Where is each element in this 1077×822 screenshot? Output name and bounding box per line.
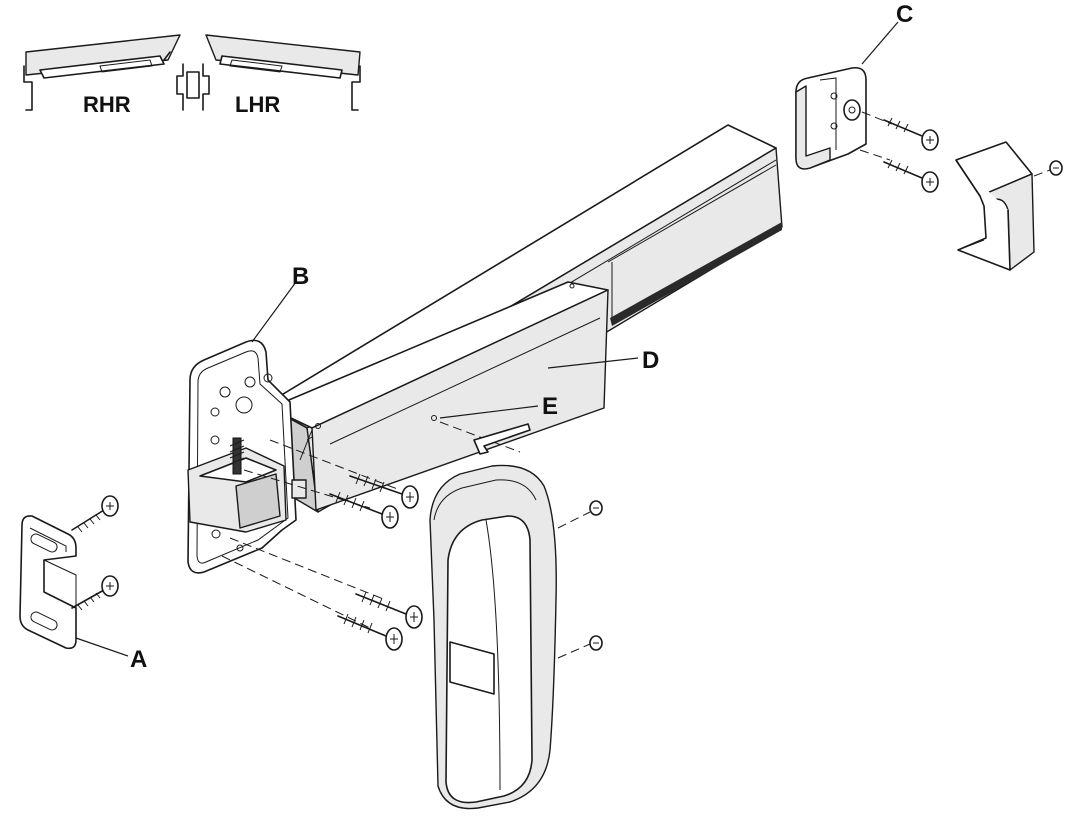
strike-screws xyxy=(71,495,119,611)
callout-c: C xyxy=(896,1,913,28)
end-bracket-c xyxy=(795,66,939,193)
door-frame-drawing xyxy=(176,63,210,111)
hex-key xyxy=(439,421,531,455)
screw-icon xyxy=(337,613,403,651)
end-cap-label-panel xyxy=(449,641,495,695)
screw-icon xyxy=(883,159,939,193)
screw-icon xyxy=(71,495,119,533)
lhr-label: LHR xyxy=(235,92,280,117)
lhr-door-drawing xyxy=(205,34,361,111)
screw-icon xyxy=(329,491,399,529)
latch-spring xyxy=(232,437,242,475)
screw-icon xyxy=(71,575,119,611)
screw-icon xyxy=(589,635,603,651)
screw-icon xyxy=(355,591,423,629)
callout-a: A xyxy=(130,646,147,673)
strike-a xyxy=(19,515,77,650)
callout-e: E xyxy=(542,393,558,420)
callout-d: D xyxy=(642,347,659,374)
rhr-label: RHR xyxy=(83,92,131,117)
set-screw-hole xyxy=(431,415,437,421)
mounting-plate-b xyxy=(187,339,307,574)
callout-b: B xyxy=(292,263,309,290)
end-cap xyxy=(429,464,603,810)
screw-icon xyxy=(883,117,939,151)
mounting-screws xyxy=(221,439,423,651)
screw-icon xyxy=(589,500,603,516)
callout-leaders xyxy=(75,21,899,657)
latch-bolt xyxy=(291,479,307,499)
handing-inset: RHR LHR xyxy=(23,34,361,117)
screw-icon xyxy=(349,473,419,509)
bracket-cover xyxy=(955,141,1063,271)
pushbar-housing xyxy=(269,281,609,511)
screw-icon xyxy=(1049,160,1063,176)
rhr-door-drawing xyxy=(23,34,181,111)
